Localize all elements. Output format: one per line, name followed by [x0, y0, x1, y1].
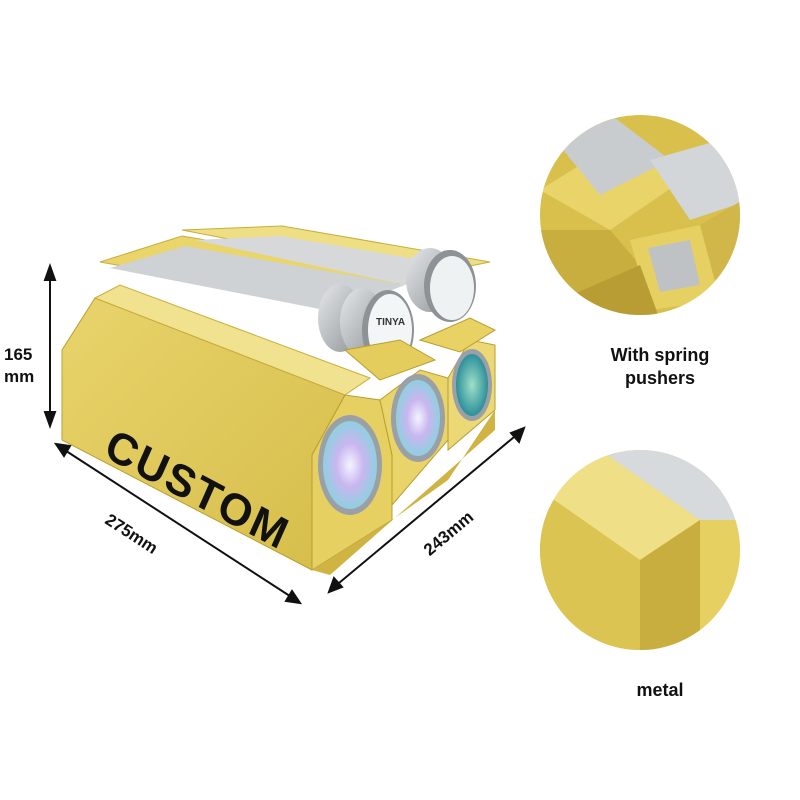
height-arrow: [43, 263, 57, 429]
can-3: [452, 349, 492, 421]
detail-spring-pushers: [540, 115, 740, 315]
detail-metal: [540, 450, 740, 650]
width-arrow: [53, 442, 303, 605]
caption-line-2: pushers: [624, 368, 696, 388]
upper-cans-right: [406, 248, 476, 322]
upper-divider: [343, 339, 437, 381]
spring-pushers-caption: With spring pushers: [560, 344, 760, 390]
depth-arrow: [327, 426, 526, 594]
box-top-face: [93, 284, 372, 396]
height-dimension-label: 165 mm: [4, 344, 34, 388]
top-tray-rear-floor: [195, 236, 470, 285]
can-brand-label: TINYA: [376, 317, 405, 328]
can-2: [391, 374, 445, 462]
height-value: 165: [4, 345, 33, 364]
caption-line-1: With spring: [610, 345, 710, 365]
display-box: TINYA: [61, 225, 497, 575]
metal-caption: metal: [636, 680, 684, 700]
upper-divider-2: [418, 317, 497, 353]
height-unit: mm: [4, 367, 35, 386]
can-1: [318, 415, 382, 515]
